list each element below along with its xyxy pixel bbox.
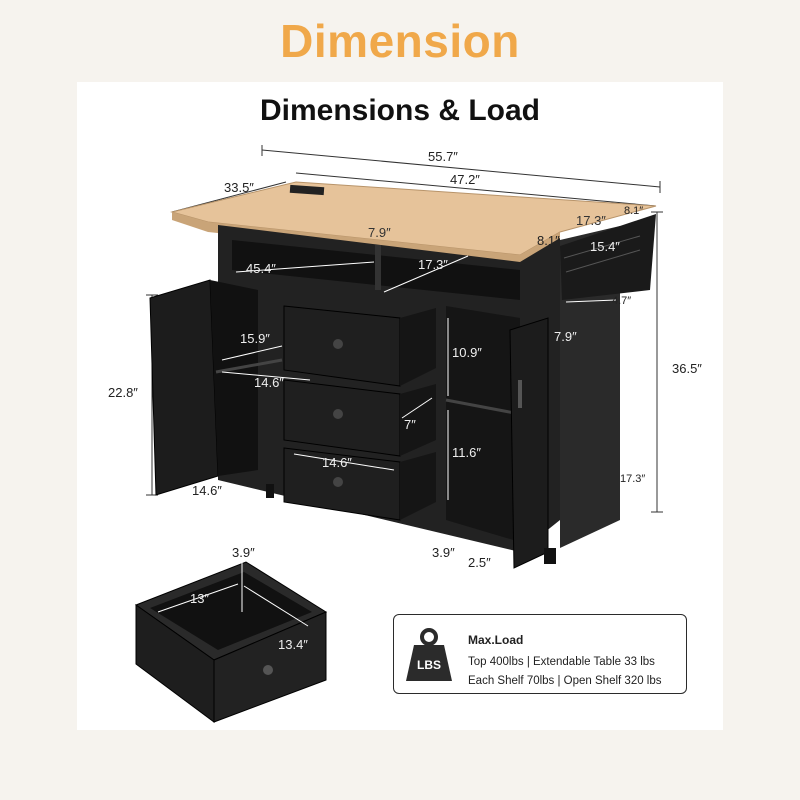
extension-table	[560, 214, 656, 300]
dim-depth: 33.5″	[224, 180, 254, 195]
dim-open-shelf-left: 45.4″	[246, 261, 276, 276]
dim-base-depth: 14.6″	[192, 483, 222, 498]
right-door	[509, 317, 549, 569]
left-door	[149, 279, 219, 496]
dim-drawer-detail-height: 3.9″	[232, 545, 255, 560]
counter-edge	[172, 212, 560, 264]
dim-extension-side: 8.1″	[537, 233, 560, 248]
dim-drawer-height: 7″	[404, 417, 416, 432]
max-load-box: LBS Max.Load Top 400lbs | Extendable Tab…	[393, 614, 687, 694]
dim-drawer-width-upper: 14.6″	[254, 375, 284, 390]
dim-cabinet-height: 22.8″	[108, 385, 138, 400]
dim-extension-width: 15.4″	[590, 239, 620, 254]
dim-cabinet-inner-depth: 15.9″	[240, 331, 270, 346]
dim-total-height: 36.5″	[672, 361, 702, 376]
dim-drawer-width-lower: 14.6″	[322, 455, 352, 470]
weight-icon: LBS	[406, 628, 452, 681]
inner-dimension-lines	[221, 255, 617, 500]
dim-open-shelf-divider: 7.9″	[368, 225, 391, 240]
weight-icon-label: LBS	[417, 658, 441, 672]
panel-subtitle: Dimensions & Load	[259, 94, 541, 127]
dimension-lines	[146, 145, 663, 513]
dim-side-lower-depth: 17.3″	[620, 473, 646, 485]
load-line-1: Top 400lbs | Extendable Table 33 lbs	[468, 656, 655, 668]
drawer-detail	[134, 561, 328, 723]
load-title: Max.Load	[468, 633, 524, 647]
dim-total-width: 55.7″	[428, 149, 458, 164]
dim-extension-height: 4.7″	[612, 295, 632, 307]
dim-drawer-detail-depth: 13″	[190, 591, 210, 606]
dim-open-shelf-right: 17.3″	[418, 257, 448, 272]
page-header: Dimension	[280, 15, 520, 67]
dim-extension-depth: 17.3″	[576, 213, 606, 228]
dim-right-cabinet-upper: 10.9″	[452, 345, 482, 360]
dim-right-cabinet-lower: 11.6″	[452, 445, 481, 460]
dim-foot-width: 2.5″	[468, 555, 491, 570]
dim-extension-edge: 8.1″	[624, 205, 644, 217]
drawers	[283, 305, 436, 521]
dim-side-depth: 7.9″	[554, 329, 577, 344]
power-outlet	[289, 184, 325, 196]
cabinet-side	[560, 226, 620, 548]
load-line-2: Each Shelf 70lbs | Open Shelf 320 lbs	[468, 675, 662, 687]
dim-top-width: 47.2″	[450, 172, 480, 187]
dim-foot-height: 3.9″	[432, 545, 455, 560]
dim-drawer-detail-width: 13.4″	[278, 637, 308, 652]
